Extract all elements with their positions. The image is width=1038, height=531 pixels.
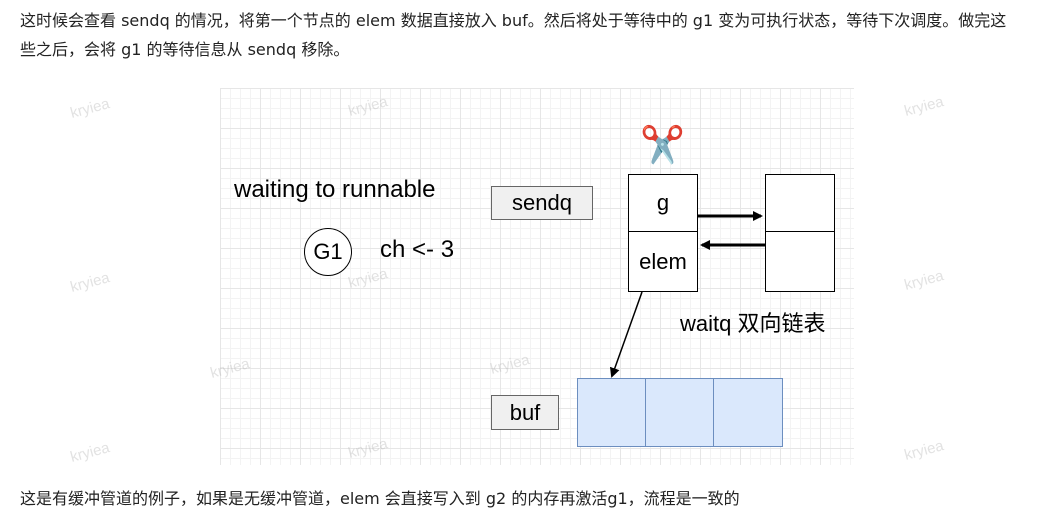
watermark: kryiea	[902, 267, 946, 294]
sendq-label-text: sendq	[512, 190, 572, 215]
elem-to-buf-arrow	[609, 291, 643, 378]
watermark: kryiea	[68, 269, 112, 296]
node-g-text: g	[656, 190, 670, 215]
node-g-cell: g	[628, 174, 698, 232]
intro-paragraph: 这时候会查看 sendq 的情况，将第一个节点的 elem 数据直接放入 buf…	[20, 11, 1007, 59]
node-elem-text: elem	[639, 248, 687, 274]
channel-diagram: waiting to runnable G1 ch <- 3 sendq ✂️ …	[220, 88, 854, 465]
status-text: waiting to runnable	[234, 176, 436, 203]
g1-label: G1	[313, 239, 343, 264]
watermark: kryiea	[902, 437, 946, 464]
g1-circle: G1	[304, 228, 352, 276]
watermark: kryiea	[68, 95, 112, 122]
scissors-icon: ✂️	[640, 125, 685, 166]
buf-slot	[713, 378, 783, 447]
operation-text: ch <- 3	[380, 236, 455, 263]
footer-paragraph: 这是有缓冲管道的例子，如果是无缓冲管道，elem 会直接写入到 g2 的内存再激…	[20, 489, 740, 508]
watermark: kryiea	[902, 93, 946, 120]
node-elem-cell: elem	[628, 231, 698, 292]
arrows-layer	[609, 211, 765, 378]
buf-slot	[645, 378, 715, 447]
sendq-label: sendq	[491, 186, 593, 220]
buf-label: buf	[491, 395, 559, 430]
waitq-label: waitq 双向链表	[680, 311, 826, 336]
next-node-bottom-cell	[765, 231, 835, 292]
watermark: kryiea	[68, 439, 112, 466]
buf-slot	[577, 378, 647, 447]
buf-label-text: buf	[509, 399, 541, 425]
